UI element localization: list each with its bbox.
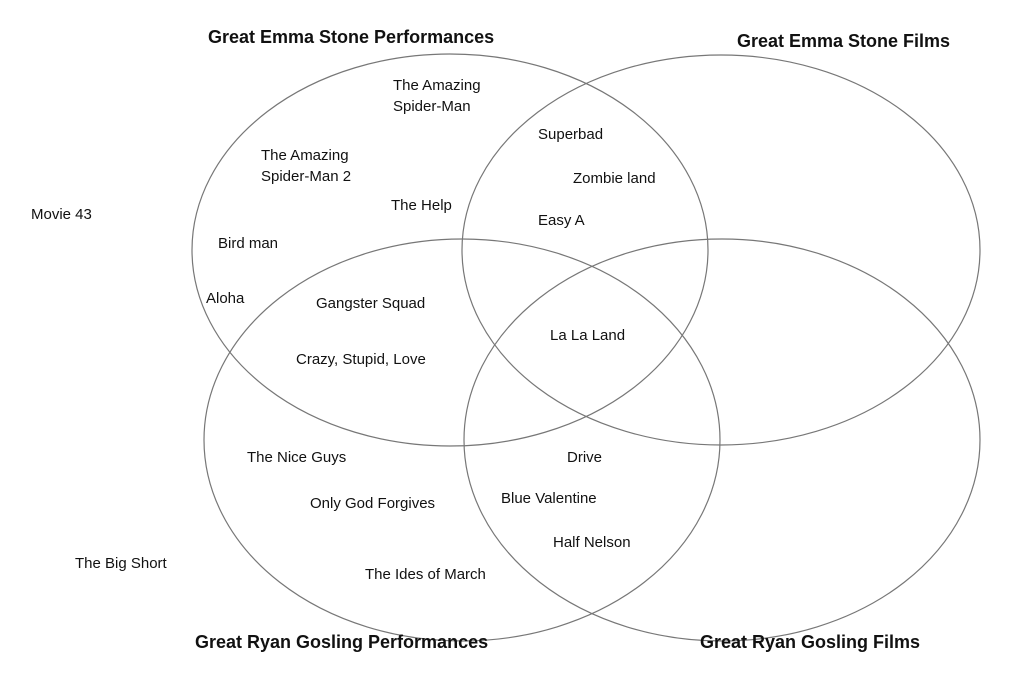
item-birdman: Bird man [218,235,279,252]
item-gangster-squad: Gangster Squad [316,295,426,312]
emma-films-ellipse [461,54,981,446]
item-easy-a: Easy A [538,212,585,229]
item-amazing-spiderman-2: The Amazing Spider-Man 2 [261,147,352,185]
item-la-la-land: La La Land [550,327,626,344]
item-movie-43: Movie 43 [31,206,92,223]
item-nice-guys: The Nice Guys [247,449,347,466]
emma-performances-ellipse [191,53,709,447]
ryan-films-label: Great Ryan Gosling Films [700,632,921,652]
item-zombieland: Zombie land [573,170,656,187]
item-half-nelson: Half Nelson [553,534,631,551]
item-amazing-spiderman: The Amazing Spider-Man [393,77,481,115]
item-crazy-stupid-love: Crazy, Stupid, Love [296,351,426,368]
ryan-performances-label: Great Ryan Gosling Performances [195,632,489,652]
ryan-films-ellipse [463,238,981,642]
item-only-god-forgives: Only God Forgives [310,495,436,512]
item-superbad: Superbad [538,126,604,143]
item-drive: Drive [567,449,603,466]
item-aloha: Aloha [206,290,245,307]
ryan-performances-ellipse [203,238,721,642]
item-big-short: The Big Short [75,555,167,572]
item-the-help: The Help [391,197,452,214]
item-blue-valentine: Blue Valentine [501,490,597,507]
emma-performances-label: Great Emma Stone Performances [208,27,495,47]
emma-films-label: Great Emma Stone Films [737,31,951,51]
item-ides-of-march: The Ides of March [365,566,486,583]
